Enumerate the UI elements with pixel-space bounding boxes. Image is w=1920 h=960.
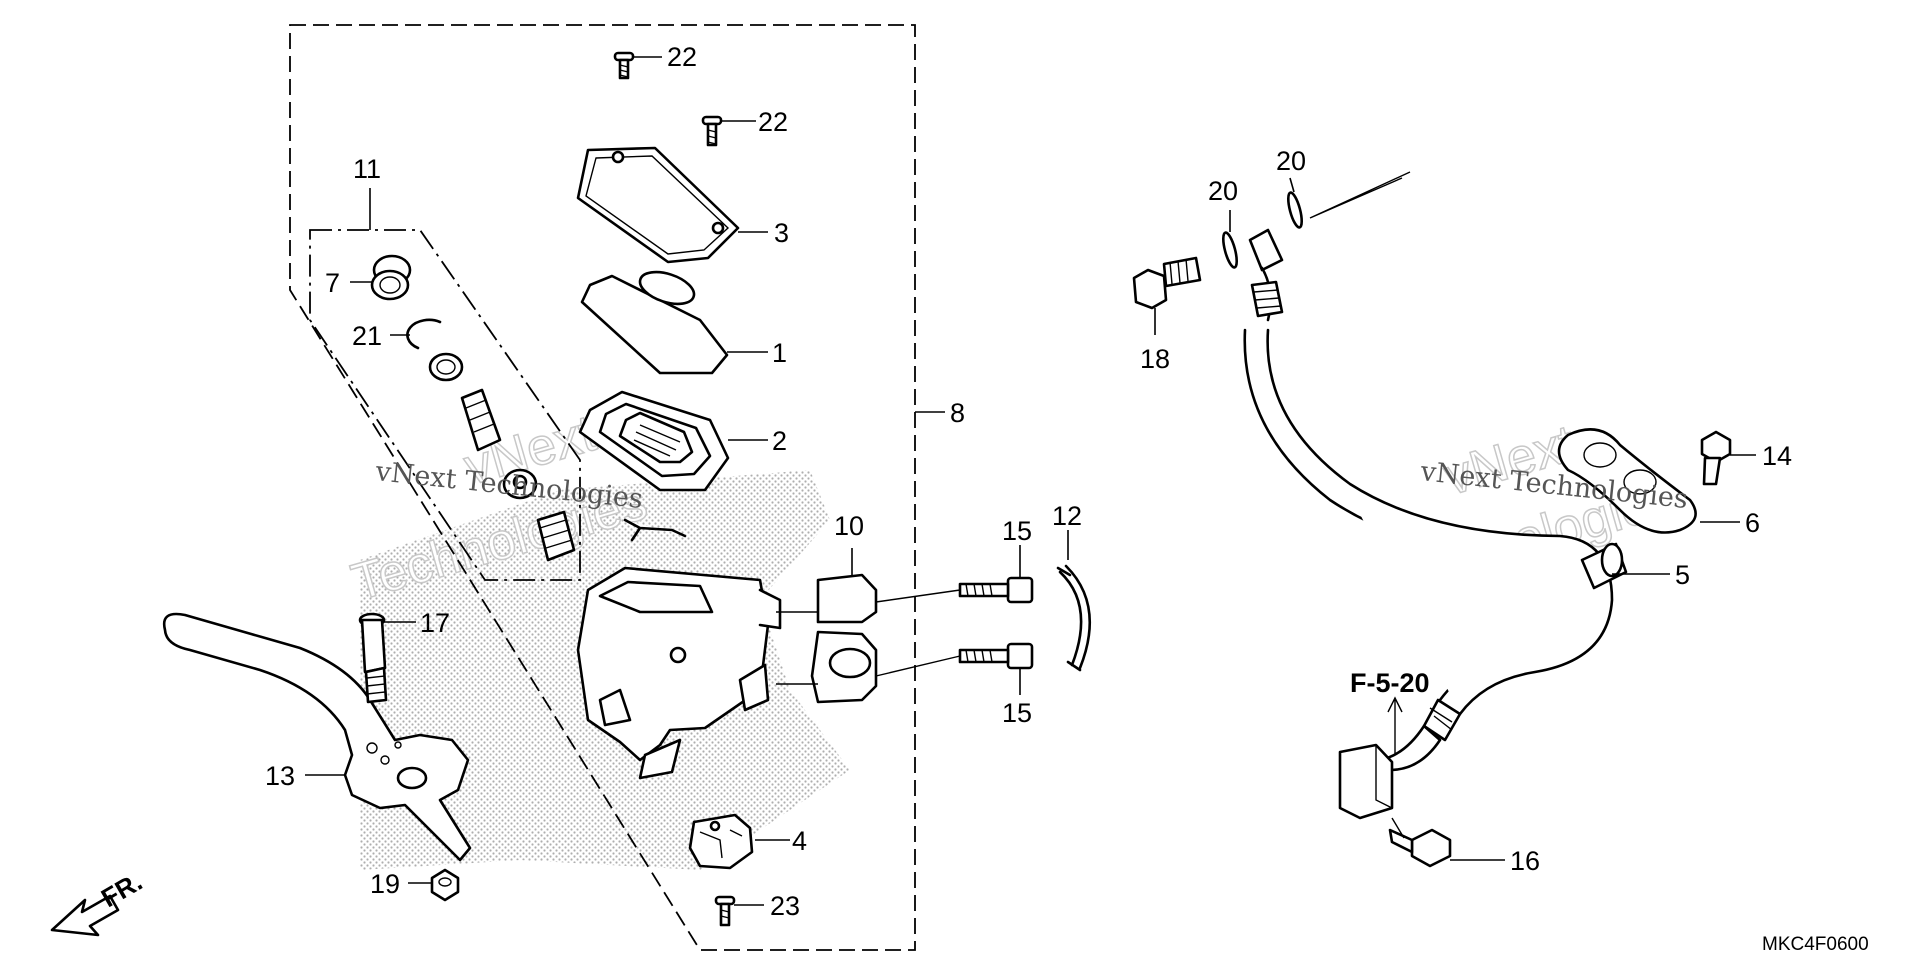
label-5: 5 [1675,560,1690,590]
label-1: 1 [772,338,787,368]
reference-arrow [1387,696,1403,755]
bolt-16 [1388,817,1452,868]
label-13: 13 [265,761,295,791]
handlebar-clamp-10 [776,573,878,704]
master-cylinder-body [576,566,782,780]
leader-lines [305,56,1756,906]
clip-12 [1056,564,1092,672]
bolt-15-lower [958,642,1034,670]
piston [460,388,502,452]
direction-line [1309,171,1411,219]
bolt-15-leader-lines [875,589,961,677]
boot-7 [370,254,412,301]
label-23: 23 [770,891,800,921]
assembly-11-frame [309,229,581,581]
hose-fitting [1580,542,1628,590]
sealing-washer-20a [1221,231,1239,269]
stop-switch-4 [688,813,754,870]
label-10: 10 [834,511,864,541]
screw-23 [714,895,736,927]
label-20-right: 20 [1276,146,1306,176]
label-3: 3 [774,218,789,248]
label-6: 6 [1745,508,1760,538]
bolt-15-upper [958,576,1034,604]
front-direction-arrow: FR. [50,866,147,937]
screw-22-top [613,51,635,80]
label-22-top: 22 [667,42,697,72]
label-20-left: 20 [1208,176,1238,206]
brake-lever-13 [162,612,472,862]
seal-ring [428,352,464,382]
hose-clamp-6 [1557,428,1697,534]
brake-hose-5 [1243,228,1614,772]
label-18: 18 [1140,344,1170,374]
nut-19 [430,868,460,902]
reservoir-cover-3 [576,146,740,264]
label-21: 21 [352,321,382,351]
pivot-bolt-17 [358,612,388,704]
diaphragm-plate-1 [580,270,729,375]
label-19: 19 [370,869,400,899]
label-14: 14 [1762,441,1792,471]
label-17: 17 [420,608,450,638]
label-16: 16 [1510,846,1540,876]
small-clip [623,518,687,542]
label-2: 2 [772,426,787,456]
assembly-8-frame [289,24,916,951]
diagram-code: MKC4F0600 [1762,934,1869,955]
label-11: 11 [353,154,381,184]
diaphragm-2 [578,390,730,492]
label-7: 7 [325,268,340,298]
banjo-bolt-18 [1132,256,1202,310]
circlip-21 [406,318,442,350]
label-15-upper: 15 [1002,516,1032,546]
label-4: 4 [792,826,807,856]
screw-22-second [701,115,723,147]
label-22-second: 22 [758,107,788,137]
label-15-lower: 15 [1002,698,1032,728]
cup-seal [502,468,538,500]
spring [536,510,576,562]
label-12: 12 [1052,501,1082,531]
label-8: 8 [950,398,965,428]
hose-bracket-lower [1338,743,1394,820]
bolt-14 [1700,430,1732,486]
reference-label: F-5-20 [1350,668,1430,698]
sealing-washer-20b [1286,191,1304,229]
